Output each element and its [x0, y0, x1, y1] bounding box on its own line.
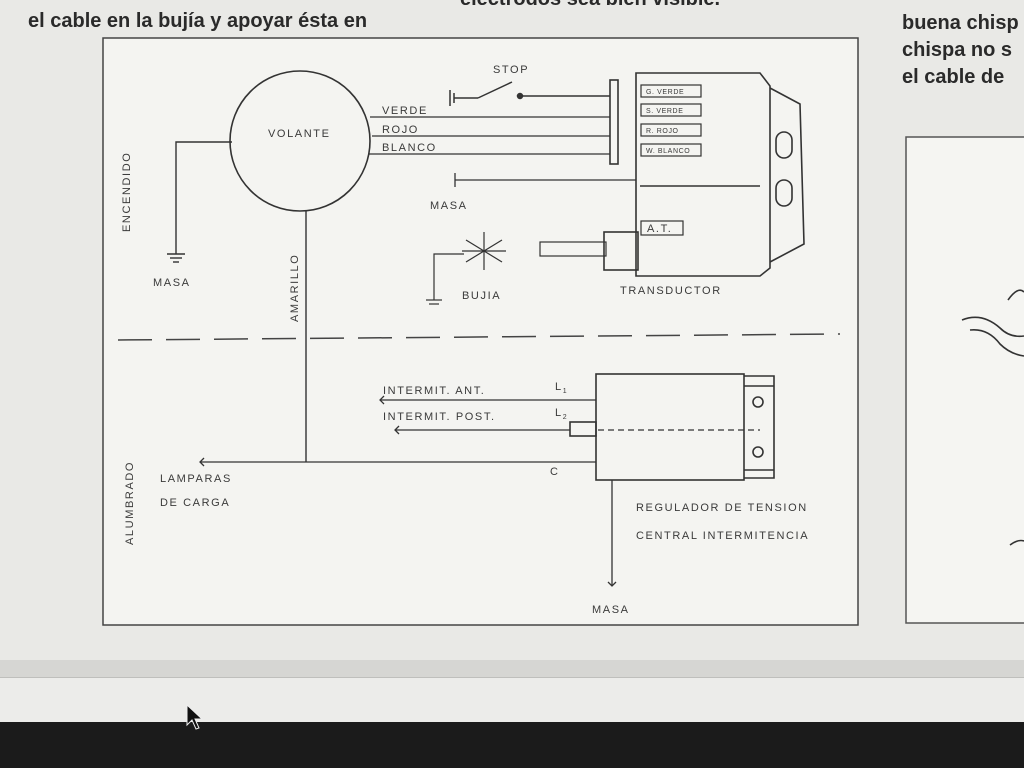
alumbrado-label: ALUMBRADO: [124, 461, 136, 545]
lamparas-label: LAMPARAS: [160, 473, 232, 485]
de-carga-label: DE CARGA: [160, 497, 230, 509]
terminal-label: S. VERDE: [646, 108, 683, 115]
encendido-label: ENCENDIDO: [121, 152, 133, 232]
terminal-label: R. ROJO: [646, 128, 679, 135]
regulador-label: REGULADOR DE TENSION: [636, 502, 808, 514]
page-text-right-line: chispa no s: [902, 39, 1013, 61]
illustration-frame: [905, 136, 1024, 624]
transductor-label: TRANSDUCTOR: [620, 285, 722, 297]
bujia-spark-icon: [426, 232, 607, 305]
masa-label-regulador: MASA: [592, 604, 630, 616]
stop-label: STOP: [493, 64, 529, 76]
c-label: C: [550, 466, 560, 478]
intermit-post-label: INTERMIT. POST.: [383, 411, 496, 423]
stop-switch: [449, 81, 610, 106]
l2-label: L2: [555, 407, 568, 421]
amarillo-label: AMARILLO: [289, 254, 301, 322]
terminal-label: W. BLANCO: [646, 148, 690, 155]
terminal-label: G. VERDE: [646, 89, 684, 96]
mouse-cursor-icon: [186, 704, 204, 730]
regulador-wires: [199, 395, 760, 587]
volante-circle: [229, 70, 371, 212]
section-divider: [117, 333, 841, 341]
intermit-ant-label: INTERMIT. ANT.: [383, 385, 485, 397]
transductor-box: [603, 72, 805, 277]
page-text-right-line: el cable de: [902, 66, 1005, 88]
masa-label-transductor: MASA: [430, 200, 468, 212]
page-text-right-line: buena chisp: [902, 12, 1019, 34]
wire-label-rojo: ROJO: [382, 124, 419, 136]
transductor-masa-wire: [454, 173, 636, 187]
screen-bottom-bar: [0, 677, 1024, 723]
volante-label: VOLANTE: [268, 128, 331, 140]
central-intermitencia-label: CENTRAL INTERMITENCIA: [636, 530, 809, 542]
wire-label-verde: VERDE: [382, 105, 428, 117]
illustration-sketch: [961, 289, 1024, 546]
l1-label: L1: [555, 381, 568, 395]
colour-wires: [368, 116, 610, 155]
page-text-top-fragment: electrodos sea bien visible.: [460, 0, 720, 13]
regulador-box: [569, 373, 775, 481]
monitor-frame-dark: [0, 722, 1024, 768]
page-text-right-column: buena chisp chispa no s el cable de: [902, 10, 1019, 91]
transductor-terminals: G. VERDE S. VERDE R. ROJO W. BLANCO A.T.: [640, 84, 702, 236]
volante-ground-wire: [167, 141, 232, 263]
bujia-label: BUJIA: [462, 290, 501, 302]
at-label: A.T.: [647, 223, 672, 235]
page-text-left-line: el cable en la bujía y apoyar ésta en: [28, 10, 368, 32]
wire-label-blanco: BLANCO: [382, 142, 437, 154]
masa-label-volante: MASA: [153, 277, 191, 289]
